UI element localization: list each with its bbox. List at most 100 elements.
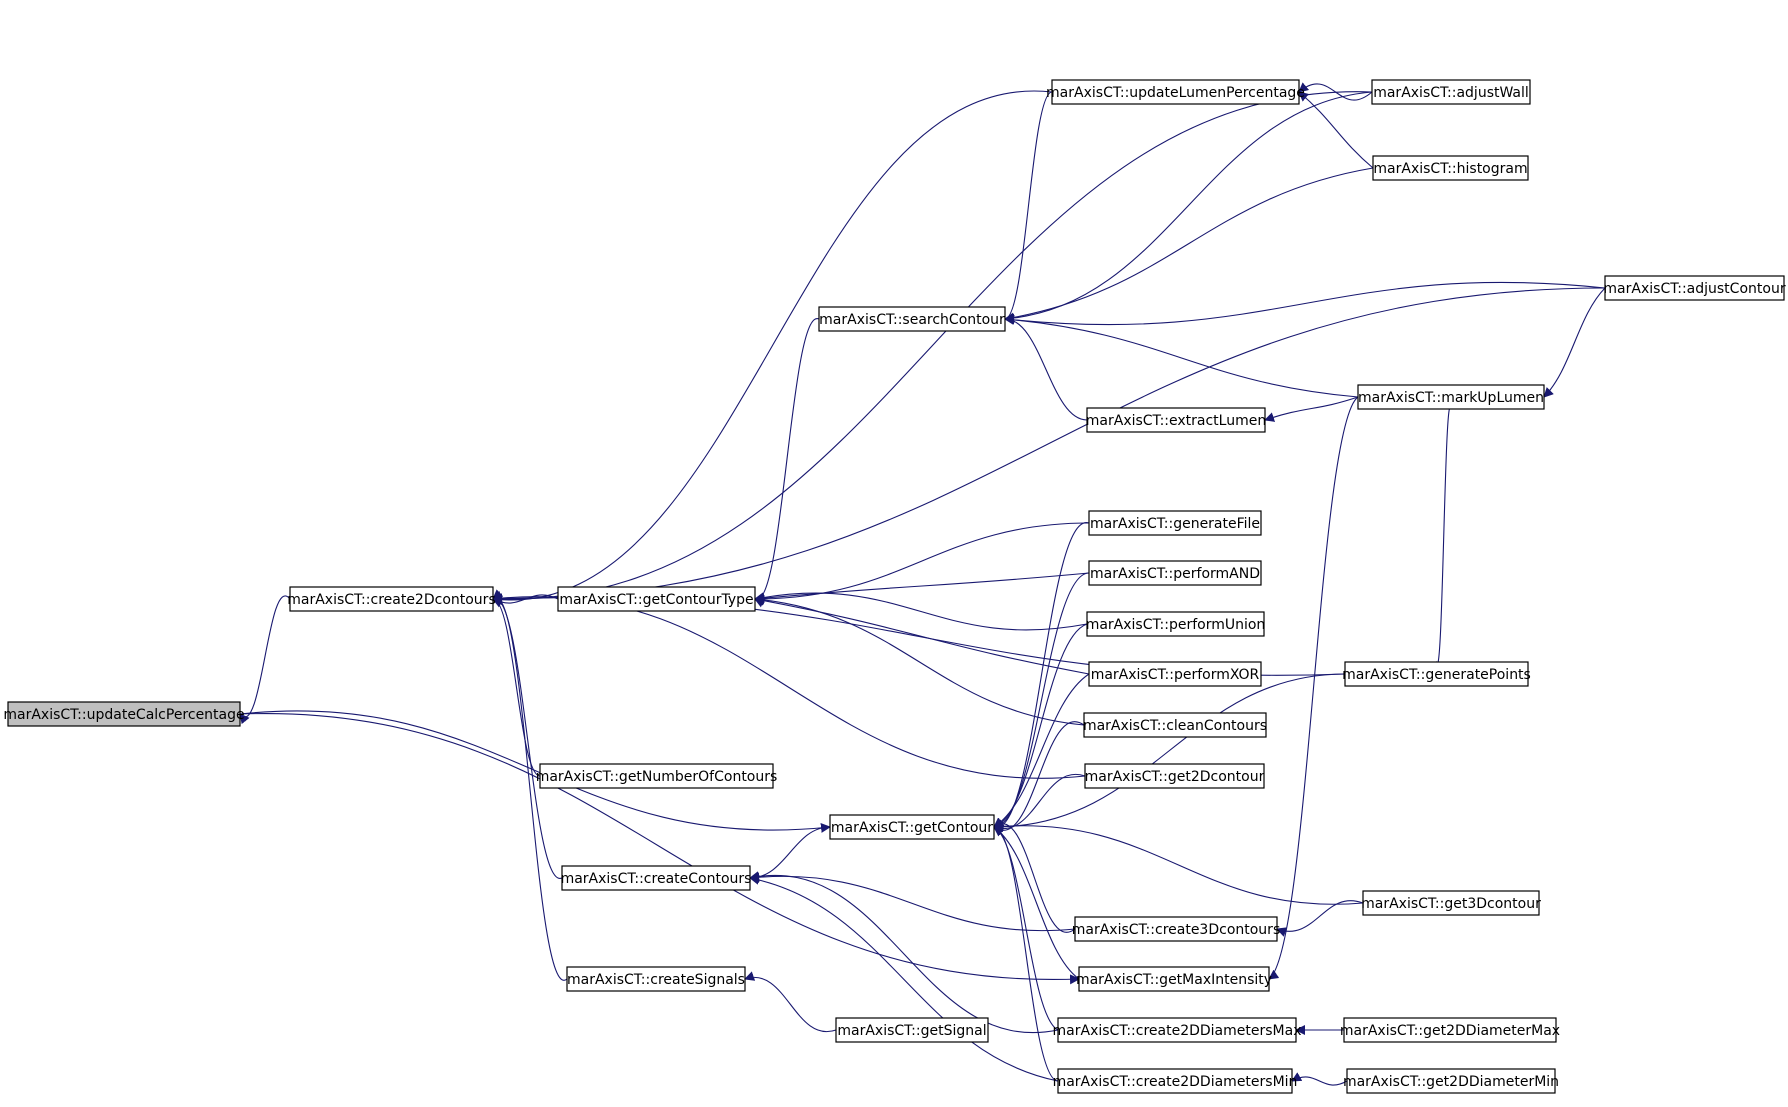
edge-histogram-to-searchContour	[1004, 167, 1374, 323]
edge-create2DDiametersMin-to-getContour	[993, 822, 1059, 1082]
edge-createContours-to-create2Dcontours	[492, 590, 563, 879]
node-label: marAxisCT::getContour	[831, 820, 993, 836]
node-updateCalcPercentage[interactable]: marAxisCT::updateCalcPercentage	[3, 701, 245, 727]
edge-extractLumen-to-searchContour	[1004, 314, 1088, 421]
node-getContourType[interactable]: marAxisCT::getContourType	[557, 586, 756, 612]
node-box	[829, 814, 995, 840]
node-label: marAxisCT::performAND	[1090, 566, 1260, 582]
node-generatePoints[interactable]: marAxisCT::generatePoints	[1342, 661, 1531, 687]
node-label: marAxisCT::getNumberOfContours	[536, 769, 778, 785]
node-label: marAxisCT::create2Dcontours	[287, 592, 495, 608]
node-get2DDiameterMax[interactable]: marAxisCT::get2DDiameterMax	[1340, 1017, 1560, 1043]
node-extractLumen[interactable]: marAxisCT::extractLumen	[1086, 407, 1266, 433]
node-adjustWall[interactable]: marAxisCT::adjustWall	[1371, 79, 1531, 105]
node-label: marAxisCT::generatePoints	[1342, 667, 1531, 683]
edge-getContour-to-createContours	[749, 826, 831, 883]
node-label: marAxisCT::cleanContours	[1083, 718, 1267, 734]
edge-histogram-to-updateLumenPercentage	[1298, 91, 1374, 169]
edge-cleanContours-to-getContour	[993, 721, 1085, 837]
edge-adjustContour-to-create2Dcontours	[492, 287, 1606, 604]
node-create2DDiametersMax[interactable]: marAxisCT::create2DDiametersMax	[1053, 1017, 1302, 1043]
node-box	[1086, 611, 1265, 637]
edges-layer	[239, 82, 1606, 1086]
node-box	[561, 865, 751, 891]
node-label: marAxisCT::getSignal	[837, 1023, 986, 1039]
node-label: marAxisCT::getMaxIntensity	[1076, 972, 1272, 988]
node-label: marAxisCT::get2DDiameterMin	[1343, 1074, 1559, 1090]
node-box	[1362, 890, 1540, 916]
node-box	[1078, 966, 1270, 992]
edge-adjustWall-to-updateLumenPercentage	[1298, 82, 1373, 101]
edge-create3Dcontours-to-getContour	[993, 817, 1076, 933]
edge-adjustContour-to-markUpLumen	[1543, 287, 1606, 398]
node-box	[1604, 275, 1785, 301]
node-box	[1057, 1017, 1297, 1043]
node-get2DDiameterMin[interactable]: marAxisCT::get2DDiameterMin	[1343, 1068, 1559, 1094]
node-box	[1084, 763, 1265, 789]
node-performAND[interactable]: marAxisCT::performAND	[1088, 560, 1262, 586]
node-create2Dcontours[interactable]: marAxisCT::create2Dcontours	[287, 586, 496, 612]
node-getMaxIntensity[interactable]: marAxisCT::getMaxIntensity	[1076, 966, 1272, 992]
edge-updateCalcPercentage-to-getContour	[239, 710, 831, 833]
node-label: marAxisCT::get3Dcontour	[1361, 896, 1541, 912]
node-label: marAxisCT::getContourType	[559, 592, 753, 608]
node-searchContour[interactable]: marAxisCT::searchContour	[818, 306, 1006, 332]
node-box	[1357, 384, 1545, 410]
node-box	[1074, 916, 1278, 942]
node-getContour[interactable]: marAxisCT::getContour	[829, 814, 995, 840]
edge-getMaxIntensity-to-getContour	[993, 826, 1080, 980]
edge-adjustWall-to-create2Dcontours	[492, 91, 1373, 605]
node-getNumberOfContours[interactable]: marAxisCT::getNumberOfContours	[536, 763, 778, 789]
node-get2Dcontour[interactable]: marAxisCT::get2Dcontour	[1084, 763, 1265, 789]
edge-create2DDiametersMax-to-createContours	[749, 871, 1059, 1033]
node-box	[1088, 560, 1262, 586]
node-box	[1343, 1017, 1557, 1043]
node-createContours[interactable]: marAxisCT::createContours	[561, 865, 752, 891]
edge-create3Dcontours-to-createContours	[749, 872, 1076, 932]
node-label: marAxisCT::performXOR	[1091, 667, 1260, 683]
edge-generateFile-to-getContour	[993, 522, 1090, 835]
node-generateFile[interactable]: marAxisCT::generateFile	[1088, 510, 1262, 536]
node-label: marAxisCT::create3Dcontours	[1072, 922, 1280, 938]
node-adjustContour[interactable]: marAxisCT::adjustContour	[1603, 275, 1786, 301]
node-label: marAxisCT::searchContour	[819, 312, 1005, 328]
node-performXOR[interactable]: marAxisCT::performXOR	[1088, 661, 1262, 687]
edge-performAND-to-getContourType	[754, 572, 1090, 604]
node-box	[835, 1017, 989, 1043]
node-histogram[interactable]: marAxisCT::histogram	[1372, 155, 1529, 181]
node-create2DDiametersMin[interactable]: marAxisCT::create2DDiametersMin	[1053, 1068, 1298, 1094]
edge-get2Dcontour-to-create2Dcontours	[492, 593, 1086, 779]
node-markUpLumen[interactable]: marAxisCT::markUpLumen	[1357, 384, 1545, 410]
node-box	[1057, 1068, 1293, 1094]
node-box	[1051, 79, 1300, 105]
edge-createSignals-to-create2Dcontours	[492, 589, 568, 981]
edge-cleanContours-to-getContourType	[754, 594, 1085, 726]
node-label: marAxisCT::histogram	[1373, 161, 1527, 177]
node-cleanContours[interactable]: marAxisCT::cleanContours	[1083, 712, 1267, 738]
node-create3Dcontours[interactable]: marAxisCT::create3Dcontours	[1072, 916, 1280, 942]
node-get3Dcontour[interactable]: marAxisCT::get3Dcontour	[1361, 890, 1541, 916]
edge-create2Dcontours-to-updateCalcPercentage	[239, 595, 291, 725]
node-box	[1083, 712, 1267, 738]
node-label: marAxisCT::performUnion	[1086, 617, 1266, 633]
node-label: marAxisCT::createContours	[561, 871, 752, 887]
node-label: marAxisCT::create2DDiametersMin	[1053, 1074, 1298, 1090]
node-box	[1088, 661, 1262, 687]
node-box	[1371, 79, 1531, 105]
node-label: marAxisCT::get2Dcontour	[1085, 769, 1265, 785]
node-box	[818, 306, 1006, 332]
edge-markUpLumen-to-searchContour	[1004, 314, 1359, 398]
edge-updateLumenPercentage-to-create2Dcontours	[492, 90, 1053, 605]
node-performUnion[interactable]: marAxisCT::performUnion	[1086, 611, 1266, 637]
node-label: marAxisCT::adjustContour	[1603, 281, 1785, 297]
edge-getNumberOfContours-to-create2Dcontours	[492, 594, 541, 777]
node-createSignals[interactable]: marAxisCT::createSignals	[566, 966, 746, 992]
node-updateLumenPercentage[interactable]: marAxisCT::updateLumenPercentage	[1046, 79, 1305, 105]
node-getSignal[interactable]: marAxisCT::getSignal	[835, 1017, 989, 1043]
node-box	[1372, 155, 1529, 181]
edge-updateCalcPercentage-to-getMaxIntensity	[239, 713, 1080, 985]
node-box	[1344, 661, 1529, 687]
edge-performXOR-to-getContourType	[754, 595, 1090, 675]
edge-markUpLumen-to-generatePoints	[1433, 406, 1452, 672]
